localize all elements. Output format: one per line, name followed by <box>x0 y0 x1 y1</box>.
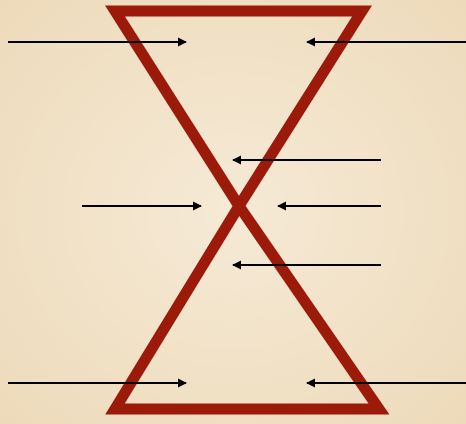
arrow-group <box>8 37 466 388</box>
hourglass-shape <box>104 5 390 415</box>
